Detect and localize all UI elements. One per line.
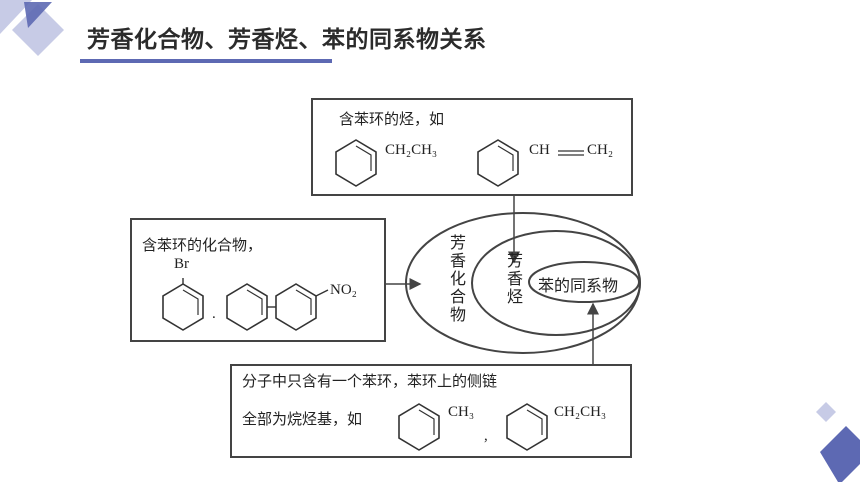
styrene-substituent-ch2: CH₂ <box>587 142 614 158</box>
toluene-ring <box>398 403 440 451</box>
title-underline <box>80 59 332 63</box>
middle-ellipse-label: 芳香烃 <box>506 251 523 306</box>
corner-decoration-bottom-right <box>816 402 860 482</box>
ethylbenzene-substituent: CH₂CH₃ <box>385 142 438 158</box>
ethylbenzene-ring <box>335 139 377 187</box>
aromatic-compound-caption: 含苯环的化合物， <box>142 236 263 254</box>
toluene-substituent: CH₃ <box>448 404 475 420</box>
styrene-ring <box>477 139 519 187</box>
left-separator: . <box>212 306 216 322</box>
nitro-substituent: NO₂ <box>330 282 357 298</box>
bromobenzene-ring <box>162 278 204 331</box>
page-title: 芳香化合物、芳香烃、苯的同系物关系 <box>87 27 487 53</box>
styrene-double-bond <box>558 150 584 156</box>
aromatic-compound-box: 含苯环的化合物， Br . NO₂ <box>130 218 386 342</box>
bromo-substituent: Br <box>174 256 189 272</box>
bottom-separator: , <box>484 428 488 444</box>
benzene-homolog-box: 分子中只含有一个苯环，苯环上的侧链 全部为烷烃基，如 CH₃ , CH₂CH₃ <box>230 364 632 458</box>
benzene-homolog-line1: 分子中只含有一个苯环，苯环上的侧链 <box>242 372 498 390</box>
outer-ellipse-label: 芳香化合物 <box>449 233 466 324</box>
ethylbenzene-substituent-2: CH₂CH₃ <box>554 404 607 420</box>
nitrobiphenyl-rings <box>226 283 329 331</box>
ethylbenzene-ring-2 <box>506 403 548 451</box>
middle-ellipse <box>471 230 641 336</box>
inner-ellipse-label: 苯的同系物 <box>538 276 619 295</box>
benzene-homolog-line2: 全部为烷烃基，如 <box>242 410 363 428</box>
aromatic-hydrocarbon-caption: 含苯环的烃，如 <box>339 110 445 128</box>
inner-ellipse <box>528 261 640 303</box>
corner-decoration-top-left <box>0 0 64 56</box>
styrene-substituent-ch: CH <box>529 142 550 158</box>
aromatic-hydrocarbon-box: 含苯环的烃，如 CH₂CH₃ CH CH₂ <box>311 98 633 196</box>
